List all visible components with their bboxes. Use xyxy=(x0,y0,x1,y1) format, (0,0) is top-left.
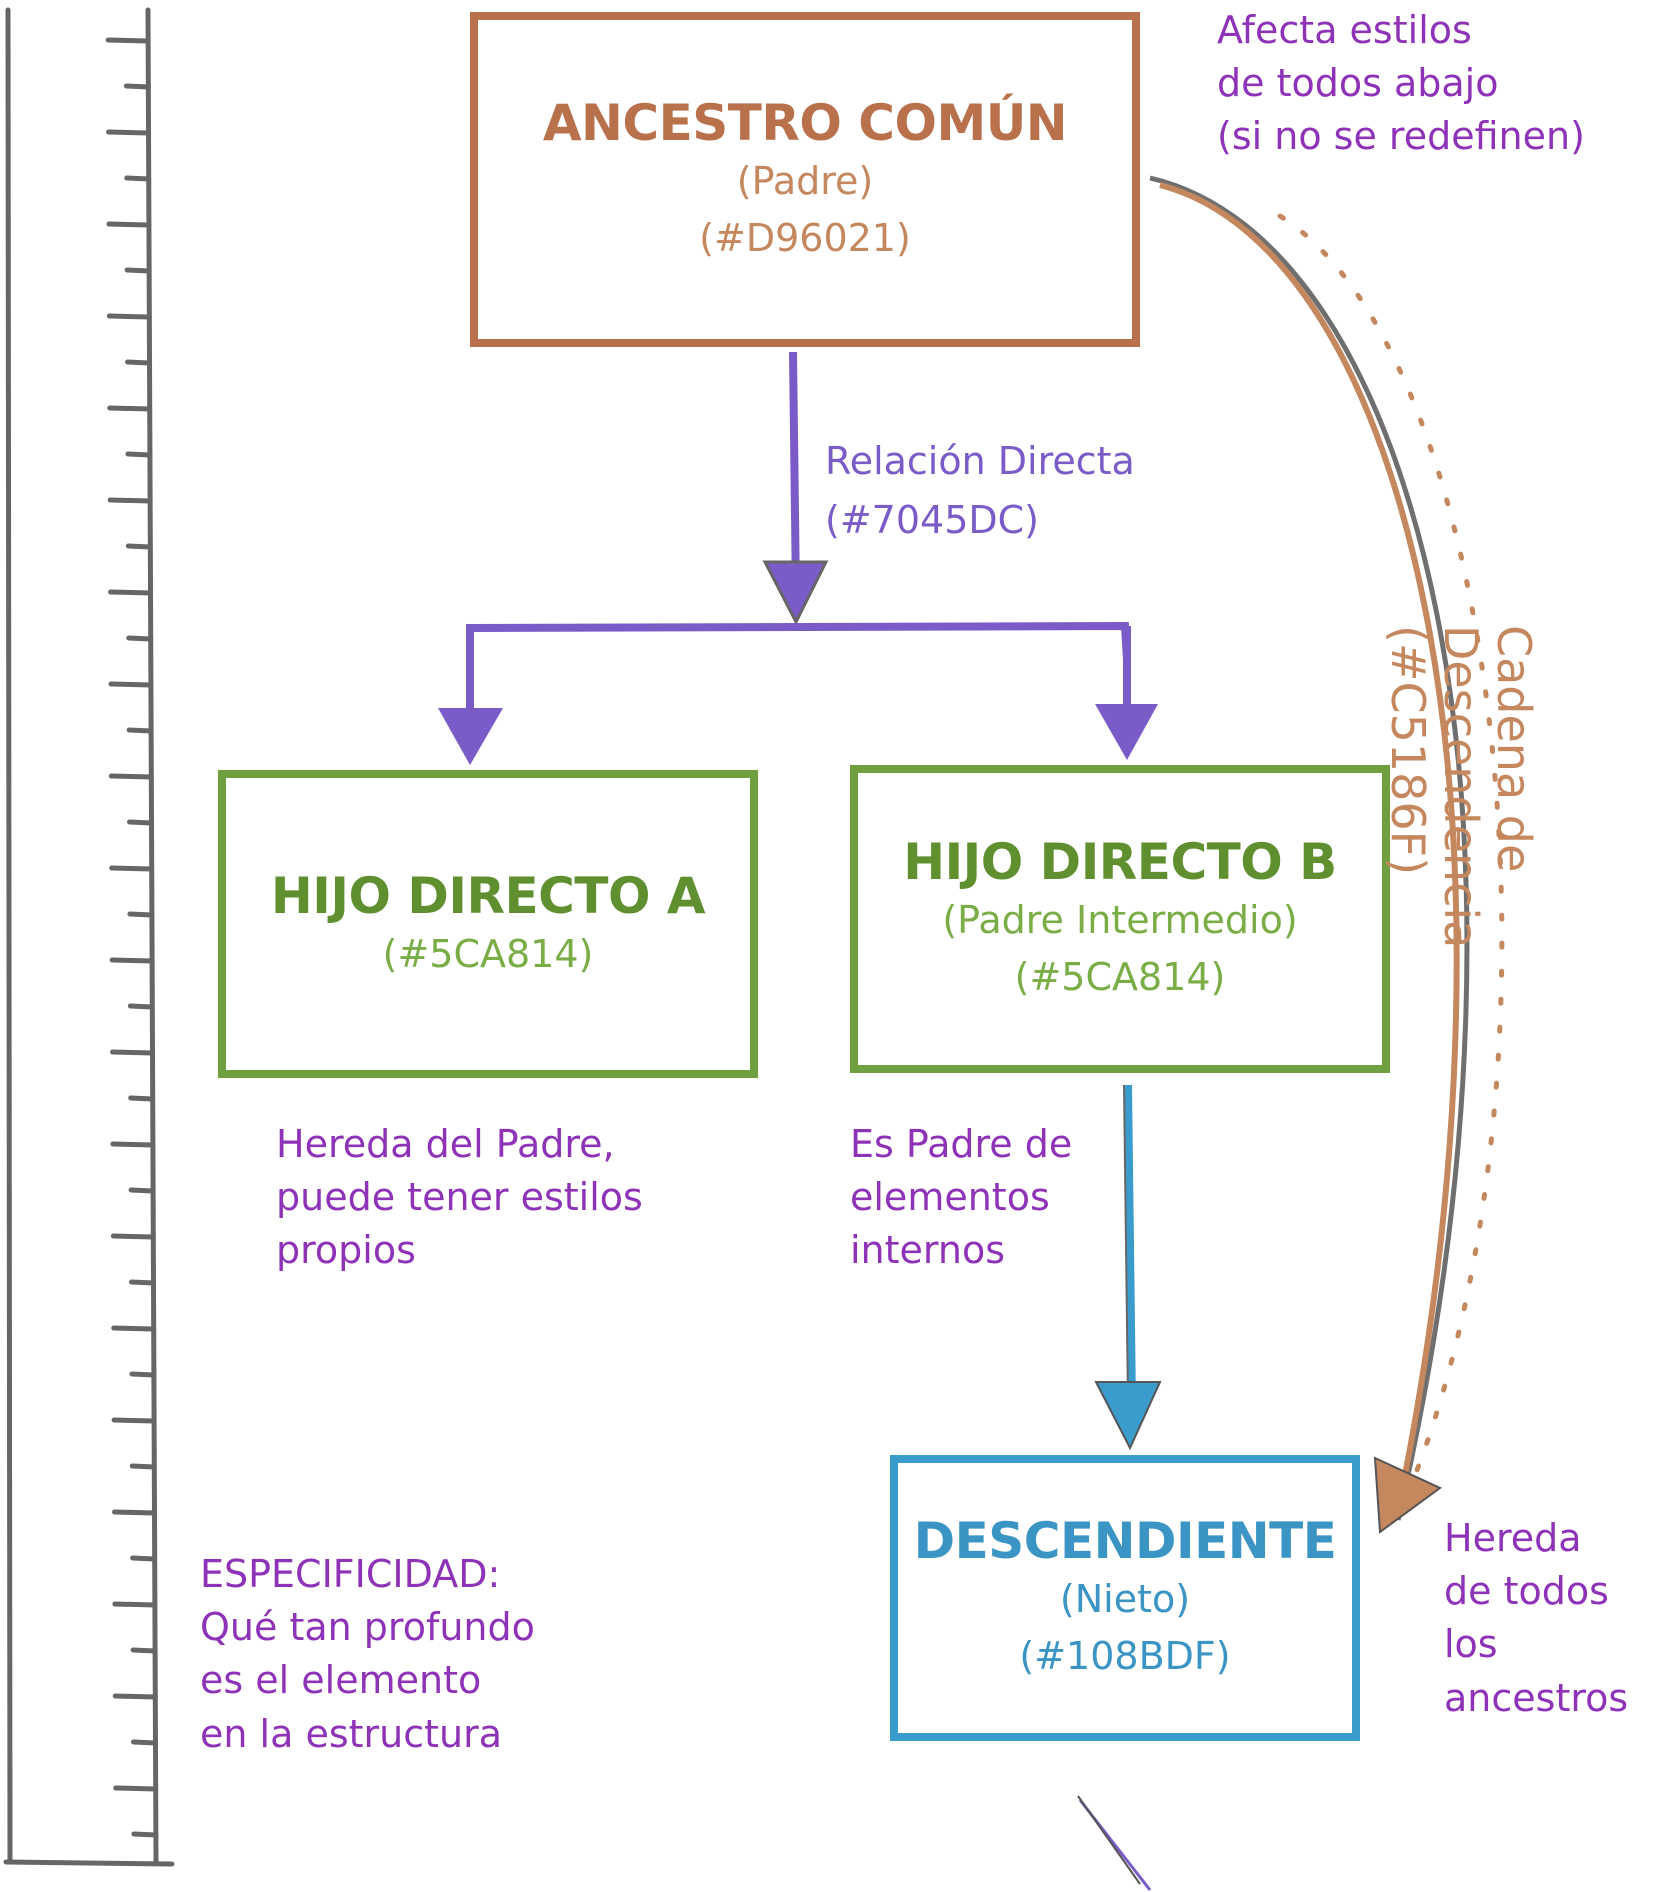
ruler-tick xyxy=(129,1463,157,1470)
child-a-node: HIJO DIRECTO A (#5CA814) xyxy=(218,770,758,1078)
descendant-subtitle: (Nieto) xyxy=(1059,1577,1191,1621)
note-specificity: ESPECIFICIDAD: Qué tan profundo es el el… xyxy=(200,1552,535,1756)
ruler-tick xyxy=(112,1601,158,1608)
note-is-parent: Es Padre de elementos internos xyxy=(850,1122,1073,1273)
ruler-tick xyxy=(125,451,153,458)
ruler-tick xyxy=(112,1693,158,1700)
ruler-tick xyxy=(128,1095,156,1102)
ruler-tick xyxy=(113,1785,159,1792)
ancestor-node: ANCESTRO COMÚN (Padre) (#D96021) xyxy=(470,12,1140,347)
relation-branch-line xyxy=(466,621,1131,661)
ruler-tick xyxy=(110,1141,156,1148)
lineage-chain-connector xyxy=(1149,175,1505,1534)
ancestor-subtitle: (Padre) xyxy=(736,158,874,203)
ancestor-title: ANCESTRO COMÚN xyxy=(542,93,1068,152)
ruler-right-edge xyxy=(145,7,159,1865)
chain-arrowhead xyxy=(1373,1456,1442,1534)
ruler-tick xyxy=(111,1509,157,1516)
descendant-title: DESCENDIENTE xyxy=(913,1512,1337,1570)
ruler-tick xyxy=(107,497,153,504)
ruler-tick xyxy=(129,1279,157,1286)
ruler-ticks xyxy=(105,37,159,1838)
ruler-tick xyxy=(110,1049,156,1056)
ruler-tick xyxy=(108,773,154,780)
child-a-title: HIJO DIRECTO A xyxy=(270,866,706,925)
ruler-tick xyxy=(106,313,152,320)
ruler-tick xyxy=(108,589,154,596)
relation-label-group: Relación Directa (#7045DC) xyxy=(825,432,1135,550)
arrowhead-to-child-a xyxy=(438,708,503,765)
ruler-tick xyxy=(123,83,151,90)
chain-curve-gray xyxy=(1149,175,1470,1521)
ruler-tick xyxy=(125,543,153,550)
child-b-title: HIJO DIRECTO B xyxy=(903,833,1337,891)
arrowhead-to-descendant xyxy=(1094,1381,1162,1451)
ruler-tick xyxy=(106,221,152,228)
descendant-connector-line xyxy=(1124,1084,1136,1406)
note-affects-styles: Afecta estilos de todos abajo (si no se … xyxy=(1217,8,1585,159)
relation-trunk-line xyxy=(789,351,800,596)
ruler-tick xyxy=(130,1555,158,1562)
child-a-color-code: (#5CA814) xyxy=(382,931,594,976)
descendant-color-code: (#108BDF) xyxy=(1019,1634,1231,1678)
chain-color-code: (#C5186F) xyxy=(1381,625,1436,876)
ancestor-color-code: (#D96021) xyxy=(699,215,911,260)
ruler-tick xyxy=(128,1187,156,1194)
descendant-connector xyxy=(1094,1084,1162,1451)
chain-curve-orange xyxy=(1159,182,1460,1511)
ruler-bottom-edge xyxy=(3,1859,175,1867)
ruler-tick xyxy=(108,681,154,688)
ruler-tick xyxy=(130,1739,158,1746)
ruler-tick xyxy=(126,727,154,734)
tail-connector-line-shadow xyxy=(1077,1795,1141,1885)
relation-color-code: (#7045DC) xyxy=(825,497,1039,542)
ruler-tick xyxy=(129,1371,157,1378)
ruler-tick xyxy=(106,129,152,136)
chain-curve-dotted xyxy=(1277,213,1505,1515)
chain-label: Cadena de Descendencia xyxy=(1434,625,1541,949)
ruler-tick xyxy=(124,267,152,274)
ruler-tick xyxy=(127,911,155,918)
ruler-tick xyxy=(109,957,155,964)
ruler-tick xyxy=(126,635,154,642)
ruler-tick xyxy=(111,1325,157,1332)
ruler-tick xyxy=(109,865,155,872)
note-inherits-from-parent: Hereda del Padre, puede tener estilos pr… xyxy=(276,1122,643,1273)
ruler-tick xyxy=(105,37,151,44)
ruler-tick xyxy=(125,359,153,366)
relation-trunk-arrowhead xyxy=(762,560,829,626)
ruler-tick xyxy=(127,819,155,826)
descendant-connector-line-shadow xyxy=(1123,1084,1129,1406)
chain-label-group: Cadena de Descendencia (#C5186F) xyxy=(1381,625,1541,949)
arrowhead-to-child-b xyxy=(1095,704,1158,760)
note-inherits-all-ancestors: Hereda de todos los ancestros xyxy=(1444,1516,1629,1720)
ruler-tick xyxy=(127,1003,155,1010)
ruler-tick xyxy=(124,175,152,182)
ruler-tick xyxy=(111,1417,157,1424)
child-b-color-code: (#5CA814) xyxy=(1014,955,1226,999)
child-b-node: HIJO DIRECTO B (Padre Intermedio) (#5CA8… xyxy=(850,765,1390,1073)
ruler-tick xyxy=(131,1831,159,1838)
ruler-tick xyxy=(130,1647,158,1654)
child-b-subtitle: (Padre Intermedio) xyxy=(942,898,1298,942)
ruler-tick xyxy=(107,405,153,412)
ruler-left-edge xyxy=(5,7,13,1865)
specificity-ruler xyxy=(3,7,175,1867)
relation-label: Relación Directa xyxy=(825,439,1135,483)
descendant-node: DESCENDIENTE (Nieto) (#108BDF) xyxy=(890,1455,1360,1741)
relation-connector xyxy=(438,351,1158,765)
ruler-tick xyxy=(110,1233,156,1240)
